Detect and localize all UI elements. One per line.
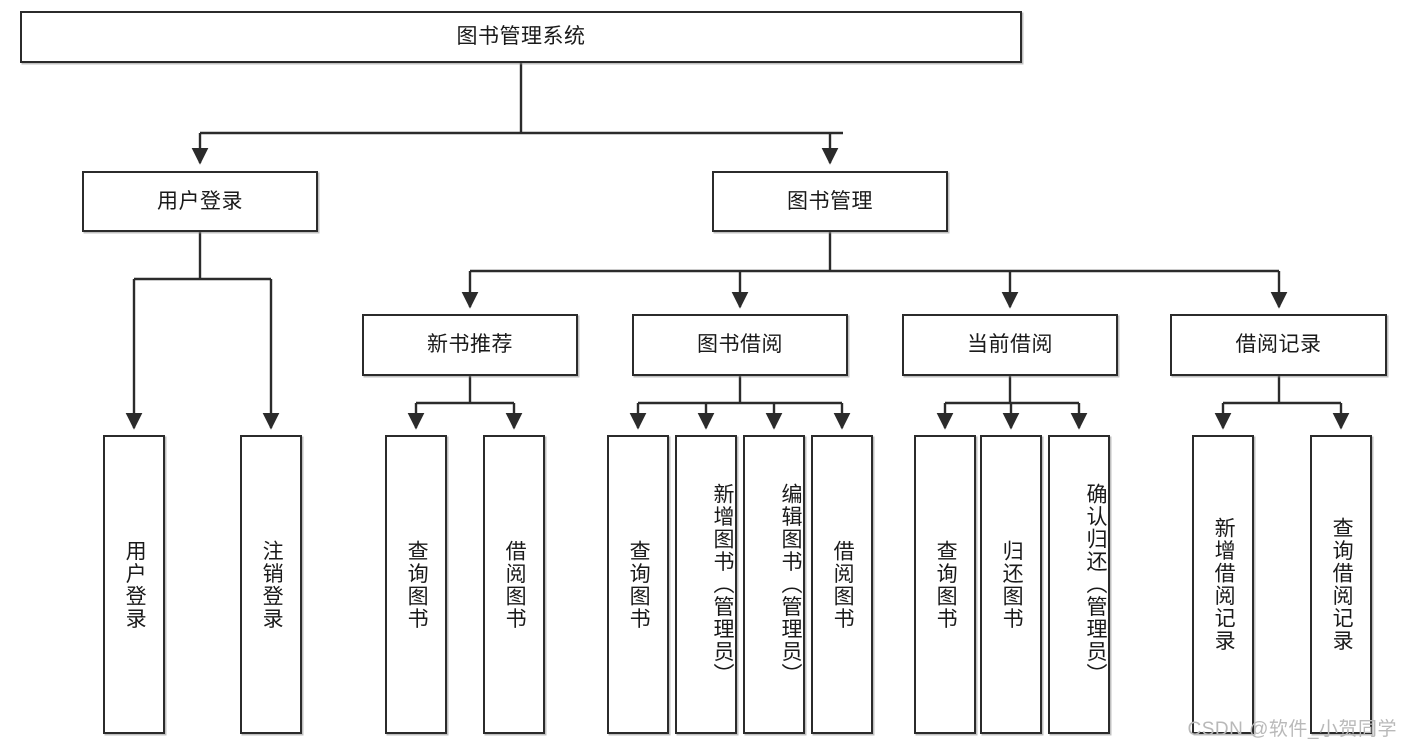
leaf-user-login-login[interactable]: 用户登录 (103, 435, 165, 734)
node-new-book-recommend[interactable]: 新书推荐 (362, 314, 578, 376)
leaf-record-add-record[interactable]: 新增借阅记录 (1192, 435, 1254, 734)
node-label: 查询图书 (934, 539, 958, 630)
node-user-login[interactable]: 用户登录 (82, 171, 318, 232)
leaf-borrow-borrow-book[interactable]: 借阅图书 (811, 435, 873, 734)
leaf-borrow-add-book-admin[interactable]: 新增图书（管理员） (675, 435, 737, 734)
watermark-text: CSDN @软件_小贺同学 (1187, 719, 1397, 740)
leaf-new-book-borrow[interactable]: 借阅图书 (483, 435, 545, 734)
leaf-record-query-record[interactable]: 查询借阅记录 (1310, 435, 1372, 734)
node-label: 确认归还（管理员） (1084, 483, 1107, 686)
node-borrow-record[interactable]: 借阅记录 (1170, 314, 1387, 376)
node-label: 注销登录 (260, 539, 284, 630)
leaf-current-confirm-return-admin[interactable]: 确认归还（管理员） (1048, 435, 1110, 734)
leaf-current-return-book[interactable]: 归还图书 (980, 435, 1042, 734)
leaf-new-book-query[interactable]: 查询图书 (385, 435, 447, 734)
node-label: 用户登录 (123, 539, 147, 630)
node-book-borrow[interactable]: 图书借阅 (632, 314, 848, 376)
leaf-current-query-book[interactable]: 查询图书 (914, 435, 976, 734)
node-label: 归还图书 (1000, 539, 1024, 630)
node-label: 借阅图书 (831, 539, 855, 630)
node-label: 图书管理 (787, 189, 873, 213)
leaf-borrow-edit-book-admin[interactable]: 编辑图书（管理员） (743, 435, 805, 734)
node-label: 用户登录 (157, 189, 243, 213)
node-book-management[interactable]: 图书管理 (712, 171, 948, 232)
node-label: 图书借阅 (697, 333, 783, 357)
node-label: 查询借阅记录 (1330, 517, 1354, 652)
node-root-library-system[interactable]: 图书管理系统 (20, 11, 1022, 63)
node-label: 查询图书 (627, 539, 651, 630)
node-label: 新增借阅记录 (1212, 517, 1236, 652)
node-label: 查询图书 (405, 539, 429, 630)
node-label: 图书管理系统 (456, 25, 586, 49)
node-label: 编辑图书（管理员） (779, 483, 802, 686)
node-label: 新书推荐 (427, 333, 513, 357)
node-current-borrow[interactable]: 当前借阅 (902, 314, 1118, 376)
node-label: 借阅记录 (1235, 333, 1322, 357)
leaf-user-login-logout[interactable]: 注销登录 (240, 435, 302, 734)
node-label: 借阅图书 (503, 539, 527, 630)
leaf-borrow-query-book[interactable]: 查询图书 (607, 435, 669, 734)
node-label: 新增图书（管理员） (711, 483, 734, 686)
node-label: 当前借阅 (967, 333, 1053, 357)
